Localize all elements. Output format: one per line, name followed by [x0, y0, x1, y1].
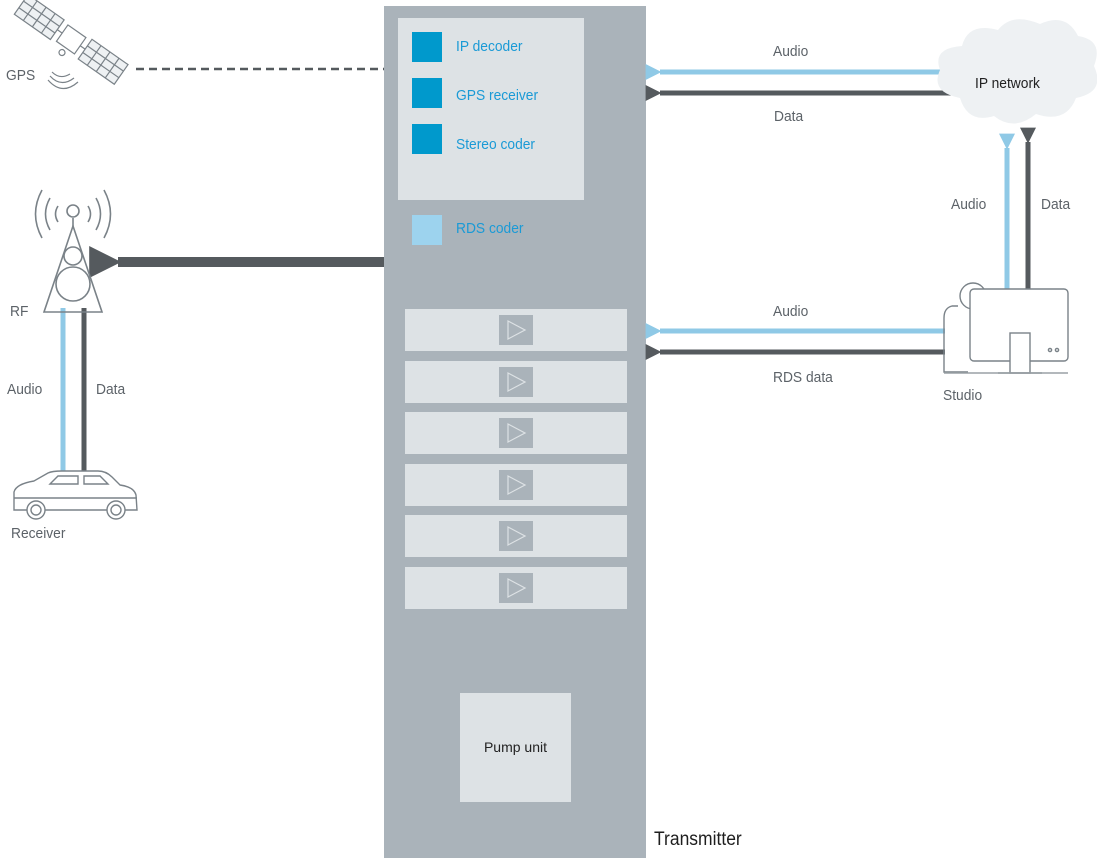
ip-audio-label: Audio — [773, 43, 809, 60]
module-ip-decoder-label: IP decoder — [456, 38, 523, 55]
tower-data-label: Data — [96, 381, 126, 398]
studio-data-label: RDS data — [773, 369, 833, 386]
ip-data-label: Data — [774, 108, 804, 125]
satellite-icon — [13, 0, 129, 90]
amplifier-module — [405, 464, 627, 506]
studio-audio-label: Audio — [773, 303, 809, 320]
module-gps-receiver-label: GPS receiver — [456, 87, 539, 104]
network-data-label: Data — [1041, 196, 1071, 213]
play-triangle-icon — [499, 315, 533, 345]
pump-unit-label: Pump unit — [483, 739, 548, 755]
ip-network-label: IP network — [975, 75, 1040, 92]
amplifier-module — [405, 412, 627, 454]
module-stereo-coder-square — [412, 124, 442, 154]
amplifier-module — [405, 361, 627, 403]
network-audio-label: Audio — [951, 196, 987, 213]
antenna-tower-icon — [34, 189, 112, 313]
tower-audio-label: Audio — [7, 381, 43, 398]
transmitter-label: Transmitter — [654, 829, 742, 850]
module-ip-decoder-square — [412, 32, 442, 62]
play-triangle-icon — [499, 418, 533, 448]
module-stereo-coder-label: Stereo coder — [456, 136, 536, 153]
car-icon — [13, 470, 138, 520]
pump-unit: Pump unit — [460, 693, 571, 802]
play-triangle-icon — [499, 367, 533, 397]
receiver-label: Receiver — [11, 525, 66, 542]
module-rds-coder-square — [412, 215, 442, 245]
gps-label: GPS — [6, 67, 36, 84]
module-rds-coder-label: RDS coder — [456, 220, 524, 237]
play-triangle-icon — [499, 470, 533, 500]
play-triangle-icon — [499, 521, 533, 551]
amplifier-module — [405, 567, 627, 609]
studio-workstation-icon — [943, 282, 1069, 374]
play-triangle-icon — [499, 573, 533, 603]
rf-label: RF — [10, 303, 29, 320]
module-gps-receiver-square — [412, 78, 442, 108]
studio-label: Studio — [943, 387, 983, 404]
cloud-icon — [937, 19, 1097, 124]
amplifier-module — [405, 309, 627, 351]
amplifier-module — [405, 515, 627, 557]
